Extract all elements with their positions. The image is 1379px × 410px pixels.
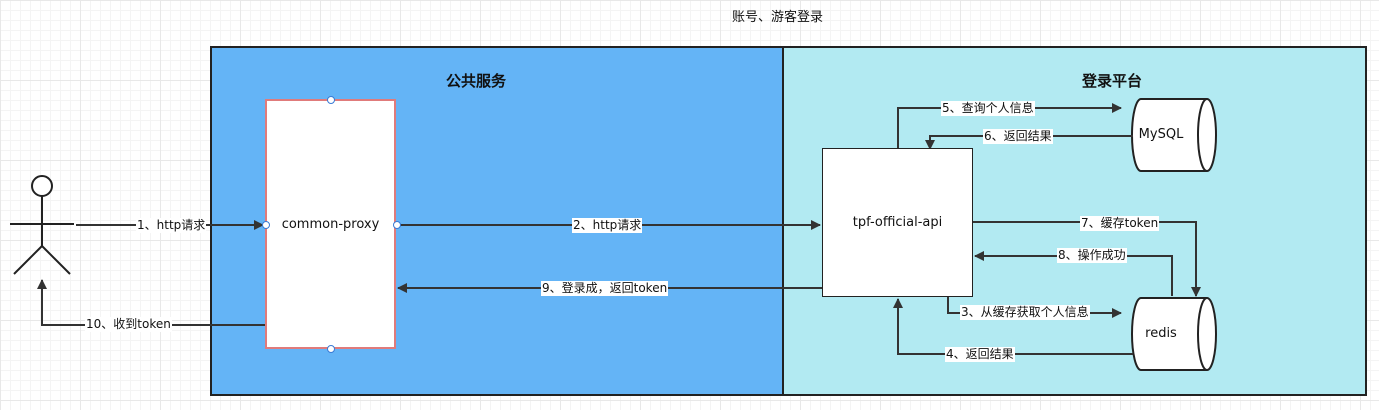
connect-handle-right[interactable]: [393, 221, 401, 229]
edge-5-label: 5、查询个人信息: [941, 101, 1035, 116]
edge-3-label: 3、从缓存获取个人信息: [960, 305, 1090, 320]
edge-2-label: 2、http请求: [572, 218, 643, 233]
edge-4-line[interactable]: [893, 298, 1133, 355]
edge-5-line[interactable]: [897, 103, 1122, 148]
mysql-database-icon[interactable]: [1131, 98, 1217, 172]
redis-database-icon[interactable]: [1131, 297, 1217, 371]
edge-8-line[interactable]: [974, 251, 1173, 296]
edge-8-label: 8、操作成功: [1057, 248, 1127, 263]
edge-4-label: 4、返回结果: [945, 347, 1015, 362]
resize-handle-top[interactable]: [327, 96, 335, 104]
edge-7-line[interactable]: [973, 221, 1201, 297]
common-proxy-node[interactable]: common-proxy: [265, 99, 396, 349]
resize-handle-bottom[interactable]: [327, 345, 335, 353]
edge-6-line[interactable]: [925, 135, 1133, 150]
redis-label: redis: [1145, 326, 1177, 341]
zone-login-title: 登录平台: [1081, 72, 1142, 90]
tpf-official-api-label: tpf-official-api: [852, 215, 943, 230]
edge-7-label: 7、缓存token: [1080, 216, 1160, 231]
tpf-official-api-node[interactable]: tpf-official-api: [822, 148, 973, 297]
edge-1-label: 1、http请求: [136, 218, 207, 233]
edge-9-label: 9、登录成，返回token: [541, 281, 669, 296]
edge-10-label: 10、收到token: [85, 317, 172, 332]
page-title: 账号、游客登录: [731, 10, 823, 25]
connect-handle-left[interactable]: [262, 221, 270, 229]
mysql-label: MySQL: [1138, 127, 1184, 142]
user-actor-icon[interactable]: [10, 175, 74, 275]
zone-public-title: 公共服务: [445, 72, 506, 90]
common-proxy-label: common-proxy: [281, 216, 380, 232]
edge-10-line[interactable]: [37, 279, 265, 326]
edge-6-label: 6、返回结果: [983, 129, 1053, 144]
